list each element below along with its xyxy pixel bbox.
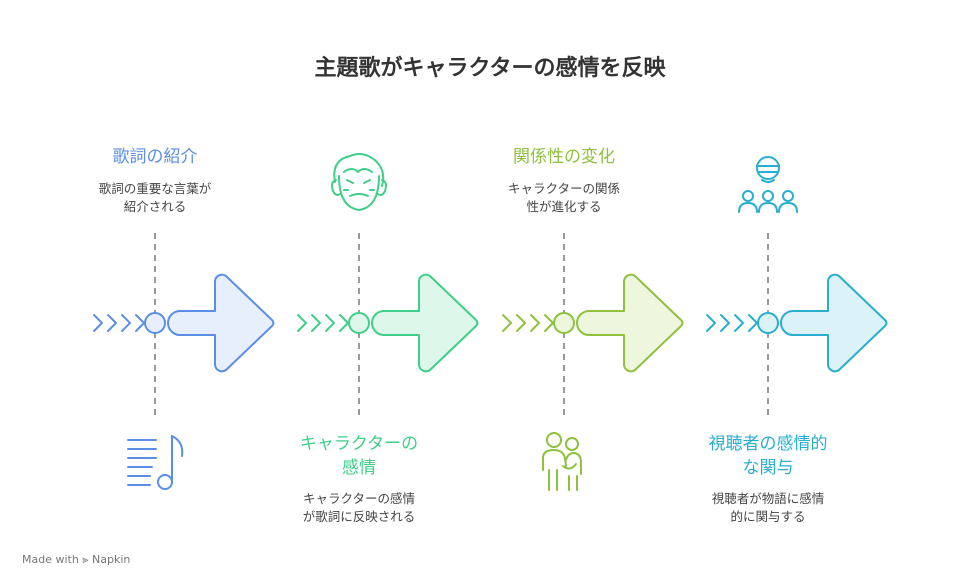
step-3-description-line2: 性が進化する (526, 199, 602, 214)
step-4-heading-line2: な関与 (742, 458, 794, 478)
step-3-description-line1: キャラクターの関係 (507, 181, 620, 196)
step-4-heading-line1: 視聴者の感情的 (708, 434, 828, 454)
emotional-face-icon (331, 153, 387, 211)
step-4-description-line2: 的に関与する (730, 509, 806, 524)
step-1-heading: 歌詞の紹介 (112, 147, 198, 167)
step-3-heading: 関係性の変化 (513, 147, 615, 167)
step-1-description: 歌詞の重要な言葉が 紹介される (65, 180, 245, 216)
step-2-heading: キャラクターの 感情 (269, 432, 449, 480)
music-sheet-icon (127, 435, 184, 490)
step-4-description: 視聴者が物語に感情 的に関与する (678, 490, 858, 526)
step-1-arrow (93, 273, 275, 373)
step-4-arrow (706, 273, 888, 373)
step-2-heading-line1: キャラクターの (299, 434, 419, 454)
step-2-heading-line2: 感情 (342, 458, 376, 478)
two-people-icon (542, 432, 582, 491)
step-2-description-line1: キャラクターの感情 (302, 491, 415, 506)
step-4-description-line1: 視聴者が物語に感情 (711, 491, 825, 506)
audience-icon (738, 156, 798, 213)
diagram-title: 主題歌がキャラクターの感情を反映 (314, 56, 666, 81)
step-4-heading: 視聴者の感情的 な関与 (678, 432, 858, 480)
step-3-description: キャラクターの関係 性が進化する (474, 180, 654, 216)
step-2-description-line2: が歌詞に反映される (302, 509, 416, 524)
step-2-arrow (297, 273, 479, 373)
step-2-description: キャラクターの感情 が歌詞に反映される (269, 490, 449, 526)
made-with-napkin-footer[interactable]: Made with ⫸ Napkin (22, 553, 131, 566)
step-3-arrow (502, 273, 684, 373)
step-1-description-line1: 歌詞の重要な言葉が (98, 181, 212, 196)
step-1-description-line2: 紹介される (123, 199, 187, 214)
